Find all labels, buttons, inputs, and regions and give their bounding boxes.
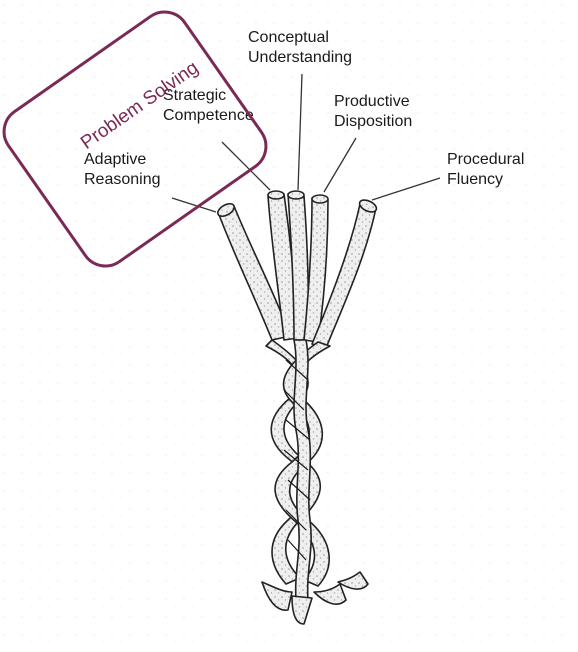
label-conceptual-understanding: Conceptual Understanding	[248, 28, 352, 68]
leader-procedural	[372, 178, 440, 200]
end-conceptual	[288, 191, 304, 199]
leader-productive	[324, 138, 356, 192]
end-productive	[312, 195, 328, 203]
leader-conceptual	[298, 74, 302, 190]
label-procedural-fluency: Procedural Fluency	[447, 150, 524, 190]
end-strategic	[268, 191, 284, 199]
label-productive-disposition: Productive Disposition	[334, 92, 412, 132]
